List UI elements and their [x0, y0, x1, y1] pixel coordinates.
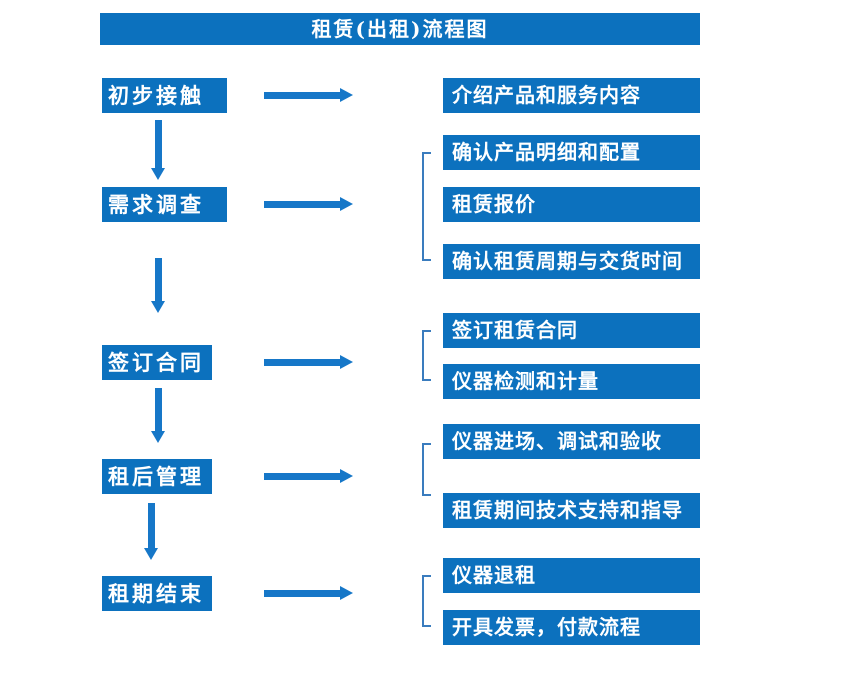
detail-box-confirm-product-spec: 确认产品明细和配置	[443, 135, 700, 170]
step-box-demand-survey: 需求调查	[102, 187, 227, 222]
detail-box-rental-quote: 租赁报价	[443, 187, 700, 222]
step-box-sign-contract: 签订合同	[102, 345, 212, 380]
group-bracket-icon	[422, 575, 431, 627]
detail-box-instrument-testing: 仪器检测和计量	[443, 364, 700, 399]
down-arrow-icon	[151, 388, 166, 443]
step-box-lease-end: 租期结束	[102, 576, 212, 611]
group-bracket-icon	[422, 152, 431, 261]
detail-box-sign-rental-contract: 签订租赁合同	[443, 313, 700, 348]
detail-box-instrument-setup: 仪器进场、调试和验收	[443, 424, 700, 459]
step-box-post-rental-mgmt: 租后管理	[102, 459, 212, 494]
group-bracket-icon	[422, 330, 431, 381]
detail-box-introduce-products: 介绍产品和服务内容	[443, 78, 700, 113]
down-arrow-icon	[144, 503, 159, 560]
right-arrow-icon	[264, 469, 353, 484]
down-arrow-icon	[151, 258, 166, 313]
right-arrow-icon	[264, 88, 353, 103]
right-arrow-icon	[264, 586, 353, 601]
right-arrow-icon	[264, 355, 353, 370]
detail-box-tech-support: 租赁期间技术支持和指导	[443, 493, 700, 528]
group-bracket-icon	[422, 443, 431, 496]
detail-box-invoice-payment: 开具发票，付款流程	[443, 610, 700, 645]
right-arrow-icon	[264, 197, 353, 212]
down-arrow-icon	[151, 120, 166, 180]
detail-box-confirm-period: 确认租赁周期与交货时间	[443, 244, 700, 279]
flowchart-title: 租赁(出租)流程图	[100, 13, 700, 45]
step-box-initial-contact: 初步接触	[102, 78, 227, 113]
detail-box-instrument-return: 仪器退租	[443, 558, 700, 593]
